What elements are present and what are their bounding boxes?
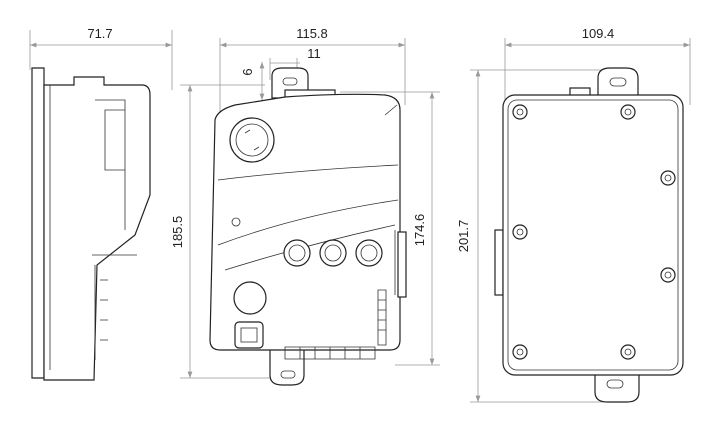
side-view: 71.7 bbox=[29, 26, 173, 381]
connector-sockets bbox=[283, 239, 383, 267]
front-body-height-label: 174.6 bbox=[412, 214, 427, 247]
screws bbox=[512, 104, 676, 360]
back-view: 109.4 201.7 bbox=[456, 26, 691, 403]
tab-height-label: 6 bbox=[240, 68, 255, 75]
front-view: 115.8 11 6 185.5 174.6 bbox=[170, 26, 440, 386]
back-width-label: 109.4 bbox=[582, 26, 615, 41]
front-total-height-label: 185.5 bbox=[170, 216, 185, 249]
tab-width-label: 11 bbox=[307, 46, 321, 61]
front-width-label: 115.8 bbox=[296, 26, 328, 41]
back-total-height-label: 201.7 bbox=[456, 220, 471, 253]
side-width-label: 71.7 bbox=[87, 26, 112, 41]
